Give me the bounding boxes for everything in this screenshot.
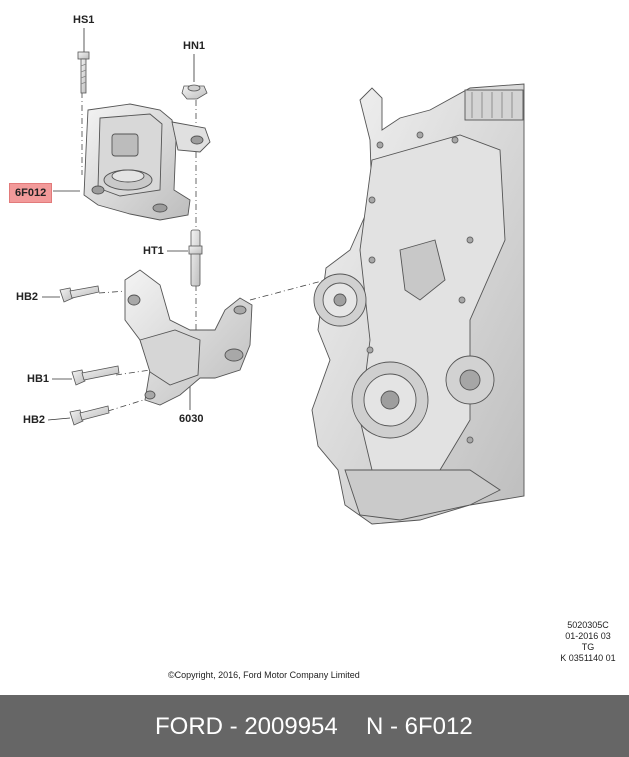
callout-hs1: HS1 (73, 14, 95, 26)
hb2-bottom-bolt (69, 405, 110, 426)
meta-line-2: 01-2016 03 (565, 631, 611, 641)
exploded-parts-diagram (42, 28, 525, 525)
footer-bar: FORD - 2009954 N - 6F012 (0, 695, 629, 757)
footer-ref: N - 6F012 (366, 713, 473, 740)
meta-block: 5020305C 01-2016 03 TG K 0351140 01 (548, 620, 628, 664)
engine-mount-6f012 (83, 103, 211, 221)
callout-hb1: HB1 (27, 373, 50, 385)
callout-hb2-top: HB2 (16, 291, 39, 303)
hb1-bolt (71, 365, 120, 386)
hb2-top-bolt (59, 285, 100, 303)
engine-block (311, 83, 525, 525)
meta-line-1: 5020305C (567, 620, 609, 630)
callout-hn1: HN1 (183, 40, 206, 52)
diagram-stage: HS1 HN1 6F012 HT1 HB2 HB1 HB2 6030 50203… (9, 14, 628, 680)
hs1-bolt (77, 51, 90, 94)
ht1-stud (188, 229, 203, 287)
callout-hb2-bottom: HB2 (23, 414, 46, 426)
callout-6030: 6030 (179, 413, 204, 425)
leader-lines (42, 28, 195, 421)
footer-brand-part: FORD - 2009954 (155, 713, 338, 740)
hn1-nut (181, 84, 208, 100)
meta-line-4: K 0351140 01 (560, 653, 616, 663)
meta-line-3: TG (581, 642, 595, 652)
callout-6f012-highlighted: 6F012 (9, 183, 53, 203)
callout-ht1: HT1 (143, 245, 164, 257)
copyright-text: ©Copyright, 2016, Ford Motor Company Lim… (168, 670, 360, 680)
bracket-6030 (124, 269, 253, 406)
